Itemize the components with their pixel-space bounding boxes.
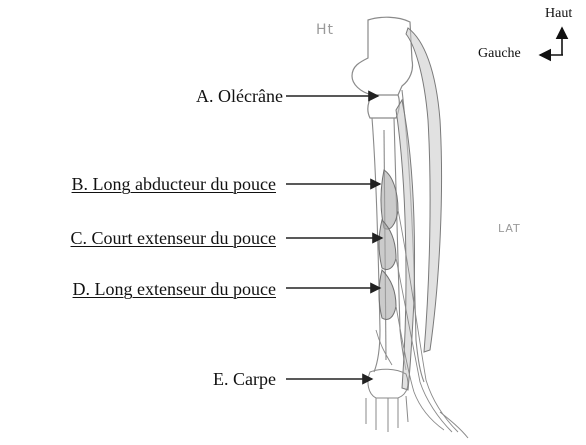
label-long-abductor-pollicis: B. Long abducteur du pouce <box>72 174 276 194</box>
compass-left-label: Gauche <box>478 46 521 62</box>
label-olecranon: A. Olécrâne <box>196 86 283 106</box>
compass-up-label: Haut <box>545 6 572 22</box>
pointer-arrows <box>286 96 382 379</box>
label-long-extensor-pollicis: D. Long extenseur du pouce <box>73 279 276 299</box>
label-short-extensor-pollicis: C. Court extenseur du pouce <box>71 228 276 248</box>
sketch-note-side: LAT <box>498 222 521 235</box>
carpal-sketch <box>366 369 468 438</box>
thumb-muscles-sketch <box>379 170 398 320</box>
label-carpus: E. Carpe <box>213 369 276 389</box>
orientation-compass <box>540 28 563 55</box>
sketch-note-top: Ht <box>316 22 334 38</box>
